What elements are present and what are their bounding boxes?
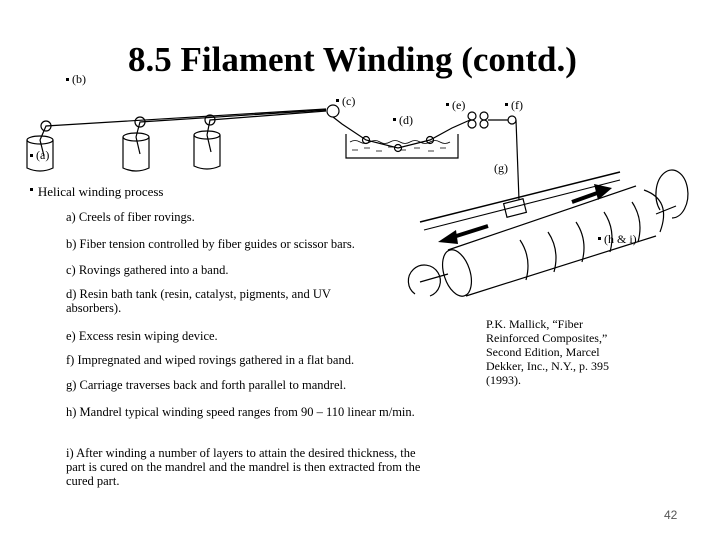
creel-2 (122, 132, 150, 172)
resin-bath (345, 134, 459, 159)
label-c: (c) (342, 94, 356, 108)
mandrel (407, 169, 689, 297)
step-h: h) Mandrel typical winding speed ranges … (66, 405, 415, 419)
label-a: (a) (36, 148, 50, 162)
filament-winding-diagram (26, 78, 689, 297)
step-i: i) After winding a number of layers to a… (66, 446, 421, 488)
step-d: d) Resin bath tank (resin, catalyst, pig… (66, 287, 331, 315)
label-h-i: (h & i) (604, 232, 637, 246)
step-c: c) Rovings gathered into a band. (66, 263, 229, 277)
reference-citation: P.K. Mallick, “Fiber Reinforced Composit… (486, 317, 609, 387)
label-b: (b) (72, 72, 86, 86)
label-e: (e) (452, 98, 466, 112)
page-number: 42 (664, 508, 678, 522)
step-g: g) Carriage traverses back and forth par… (66, 378, 347, 392)
process-heading-text: Helical winding process (37, 184, 164, 199)
process-heading: ▪ Helical winding process (30, 184, 164, 200)
slide-title: 8.5 Filament Winding (contd.) (128, 40, 577, 79)
step-a: a) Creels of fiber rovings. (66, 210, 195, 224)
creel-3 (193, 130, 221, 170)
step-b: b) Fiber tension controlled by fiber gui… (66, 237, 355, 251)
label-f: (f) (511, 98, 523, 112)
label-g: (g) (494, 161, 508, 175)
step-e: e) Excess resin wiping device. (66, 329, 218, 343)
creel-1 (26, 135, 54, 172)
label-d: (d) (399, 113, 413, 127)
step-f: f) Impregnated and wiped rovings gathere… (66, 353, 355, 367)
